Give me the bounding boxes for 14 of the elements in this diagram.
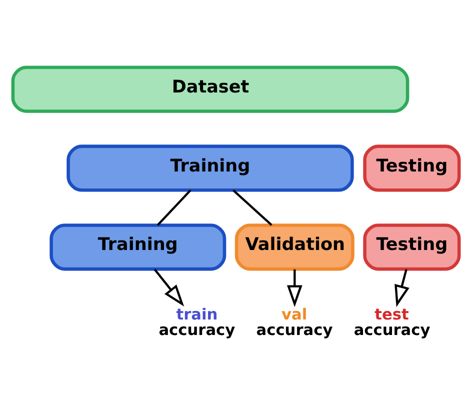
node-box: Training bbox=[66, 144, 354, 192]
node-text: train accuracy bbox=[158, 306, 236, 340]
node-box: Testing bbox=[363, 144, 461, 192]
arrow bbox=[154, 268, 184, 306]
node-box: Testing bbox=[363, 224, 461, 271]
node-box: Dataset bbox=[11, 66, 410, 113]
arrow bbox=[394, 269, 410, 308]
node-box: Validation bbox=[234, 224, 354, 271]
connector bbox=[232, 189, 272, 226]
node-text: val accuracy bbox=[256, 306, 333, 340]
node-text: test accuracy bbox=[354, 306, 430, 340]
connector bbox=[156, 190, 192, 226]
node-box: Training bbox=[50, 224, 226, 271]
arrow bbox=[286, 269, 302, 308]
